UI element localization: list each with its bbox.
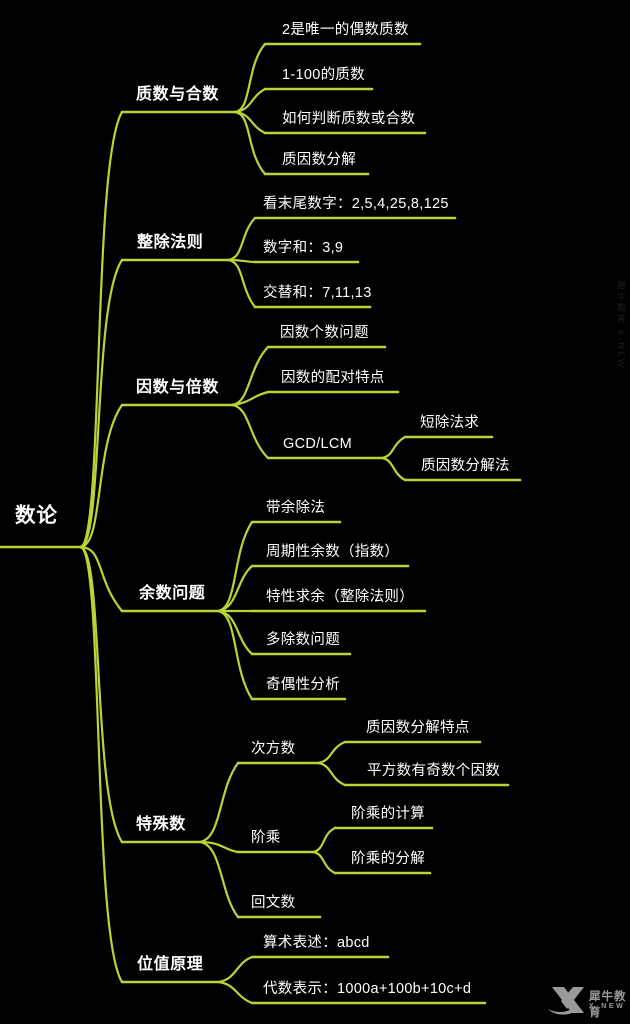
node-alternating-sum-rule[interactable]: 交替和：7,11,13 — [263, 285, 372, 301]
node-digit-sum-rule[interactable]: 数字和：3,9 — [263, 240, 344, 256]
node-remainder-by-property[interactable]: 特性求余（整除法则） — [266, 589, 414, 605]
node-special-numbers[interactable]: 特殊数 — [136, 816, 186, 833]
node-algebraic-representation[interactable]: 代数表示：1000a+100b+10c+d — [263, 981, 472, 997]
watermark-brand-text: 犀牛教育 — [589, 991, 627, 1019]
node-factorial-calculation[interactable]: 阶乘的计算 — [351, 806, 425, 822]
node-division-with-remainder[interactable]: 带余除法 — [266, 500, 326, 516]
node-periodic-remainder[interactable]: 周期性余数（指数） — [266, 544, 400, 560]
branch-1-lines — [120, 42, 427, 176]
node-palindrome-numbers[interactable]: 回文数 — [251, 895, 296, 911]
node-primes-and-composites[interactable]: 质数与合数 — [136, 86, 220, 103]
node-gcd-lcm[interactable]: GCD/LCM — [283, 436, 352, 452]
node-square-odd-factors[interactable]: 平方数有奇数个因数 — [367, 763, 501, 779]
node-judge-prime-composite[interactable]: 如何判断质数或合数 — [282, 111, 416, 127]
node-factor-count[interactable]: 因数个数问题 — [280, 325, 369, 341]
node-primes-1-100[interactable]: 1-100的质数 — [282, 67, 365, 83]
watermark-sub-text: X-NEW — [589, 1003, 626, 1010]
node-power-numbers[interactable]: 次方数 — [251, 741, 296, 757]
node-parity-analysis[interactable]: 奇偶性分析 — [266, 677, 340, 693]
node-short-division[interactable]: 短除法求 — [420, 415, 480, 431]
node-root[interactable]: 数论 — [15, 504, 58, 527]
node-last-digits-rule[interactable]: 看末尾数字：2,5,4,25,8,125 — [263, 196, 449, 212]
node-prime-factorization-method[interactable]: 质因数分解法 — [421, 458, 510, 474]
root-branch-lines — [0, 110, 124, 984]
node-factors-and-multiples[interactable]: 因数与倍数 — [136, 379, 220, 396]
side-watermark-text: 犀牛教育 X-NEW — [616, 281, 626, 370]
node-remainder-problems[interactable]: 余数问题 — [139, 585, 206, 602]
node-arithmetic-representation[interactable]: 算术表述：abcd — [263, 935, 370, 951]
node-factor-pairing[interactable]: 因数的配对特点 — [281, 370, 385, 386]
node-prime-factorization[interactable]: 质因数分解 — [282, 152, 356, 168]
node-multiple-divisors[interactable]: 多除数问题 — [266, 632, 340, 648]
node-factorial-decomposition[interactable]: 阶乘的分解 — [351, 851, 425, 867]
node-factorial[interactable]: 阶乘 — [251, 830, 281, 846]
node-even-prime[interactable]: 2是唯一的偶数质数 — [282, 22, 409, 38]
xnew-logo-icon — [548, 987, 584, 1015]
node-prime-factorization-trait[interactable]: 质因数分解特点 — [366, 720, 470, 736]
node-divisibility-rules[interactable]: 整除法则 — [137, 234, 204, 251]
node-place-value-principle[interactable]: 位值原理 — [137, 956, 204, 973]
